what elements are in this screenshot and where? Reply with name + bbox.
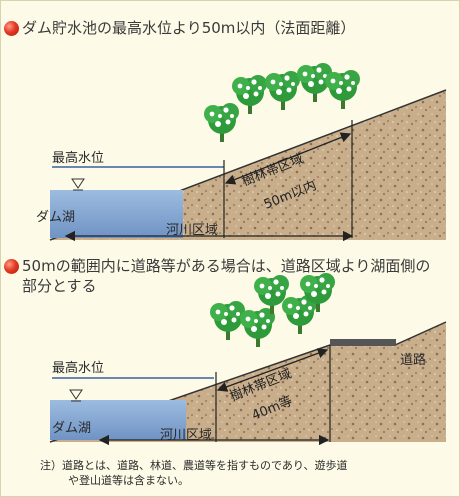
forest-zone-arrow-1 [224,132,352,185]
diagram-1 [49,63,447,242]
footnote: 注）道路とは、道路、林道、農道等を指すものであり、遊歩道 や登山道等は含まない。 [40,458,450,488]
tree-icon [210,301,245,340]
river-area-label-1: 河川区域 [166,223,219,238]
road-surface [330,339,396,346]
diagram-2 [49,273,447,446]
water-level-marker-2 [69,389,83,400]
tree-icon [325,70,360,109]
footnote-line-2: や登山道等は含まない。 [68,474,189,487]
tree-icon [240,308,275,347]
section-2-heading: 50mの範囲内に道路等がある場合は、道路区域より湖面側の部分とする [22,257,431,295]
water-level-marker-1 [71,178,85,189]
dam-lake-water-1 [50,190,183,238]
footnote-line-1: 注）道路とは、道路、林道、農道等を指すものであり、遊歩道 [40,459,348,472]
forest-zone-arrow-2 [216,348,329,392]
tree-icon [204,103,239,142]
river-area-label-2: 河川区域 [160,428,213,443]
max-water-level-label-2: 最高水位 [52,361,105,376]
dam-lake-label-1: ダム湖 [36,210,76,225]
dam-lake-water-2 [50,400,186,440]
red-bullet-icon [4,21,19,36]
tree-icon [265,71,300,110]
dam-lake-label-2: ダム湖 [52,421,92,436]
section-1-heading: ダム貯水池の最高水位より50m以内（法面距離） [22,19,356,37]
road-label: 道路 [400,353,427,368]
max-water-level-label-1: 最高水位 [52,151,105,166]
red-bullet-icon [4,259,19,274]
